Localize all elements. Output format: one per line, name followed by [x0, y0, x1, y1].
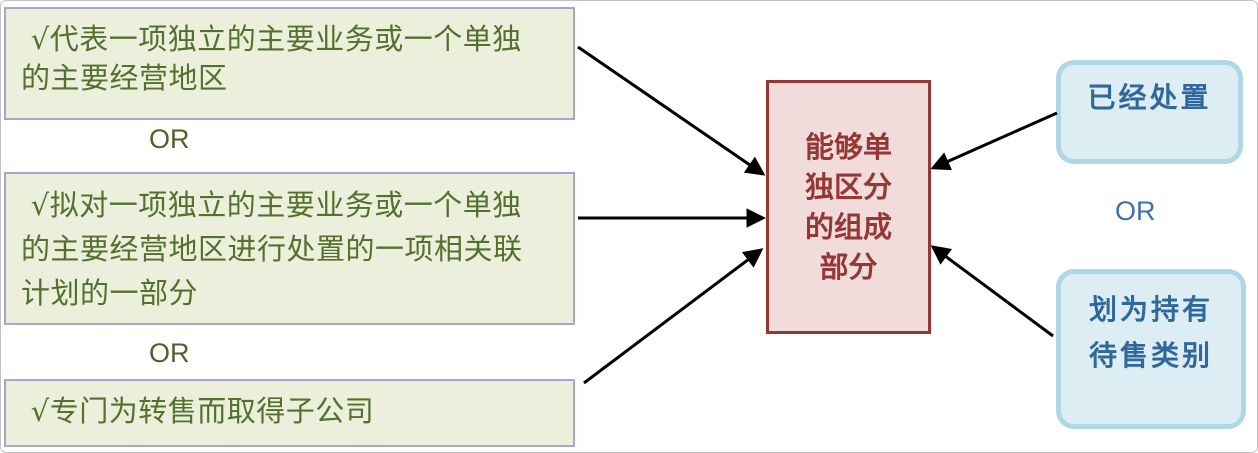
criteria-text-line: √代表一项独立的主要业务或一个单独: [21, 22, 522, 56]
status-text-line: 已经处置: [1087, 81, 1212, 114]
criteria-text-line: √专门为转售而取得子公司: [21, 394, 375, 428]
arrow-disposed-to-component: [930, 111, 1058, 171]
status-text-line: 划为持有: [1088, 293, 1213, 326]
status-text-line: 待售类别: [1088, 339, 1213, 372]
component-text-line: 部分: [819, 250, 878, 284]
criteria-text-line: 的主要经营地区: [21, 61, 228, 95]
or-label-right: OR: [1115, 196, 1156, 226]
or-label-left-2: OR: [149, 338, 190, 368]
component-box: 能够单 独区分 的组成 部分: [766, 80, 931, 334]
criteria-text-line: √拟对一项独立的主要业务或一个单独: [21, 188, 522, 222]
component-text-line: 能够单: [804, 130, 892, 164]
status-box-disposed: 已经处置: [1056, 60, 1243, 164]
criteria-box-disposal-plan: √拟对一项独立的主要业务或一个单独 的主要经营地区进行处置的一项相关联 计划的一…: [4, 172, 575, 325]
arrow-heldforsale-to-component: [930, 245, 1054, 338]
status-box-held-for-sale: 划为持有 待售类别: [1056, 269, 1246, 429]
arrow-box3-to-component: [583, 248, 764, 385]
component-text-line: 独区分: [804, 170, 892, 204]
criteria-text-line: 的主要经营地区进行处置的一项相关联: [21, 232, 523, 266]
criteria-box-subsidiary-for-resale: √专门为转售而取得子公司: [4, 379, 575, 447]
criteria-box-independent-business: √代表一项独立的主要业务或一个单独 的主要经营地区: [4, 7, 575, 120]
criteria-text-line: 计划的一部分: [21, 276, 199, 310]
component-text-line: 的组成: [804, 210, 892, 244]
or-label-left-1: OR: [149, 124, 190, 154]
arrow-box1-to-component: [577, 45, 766, 176]
